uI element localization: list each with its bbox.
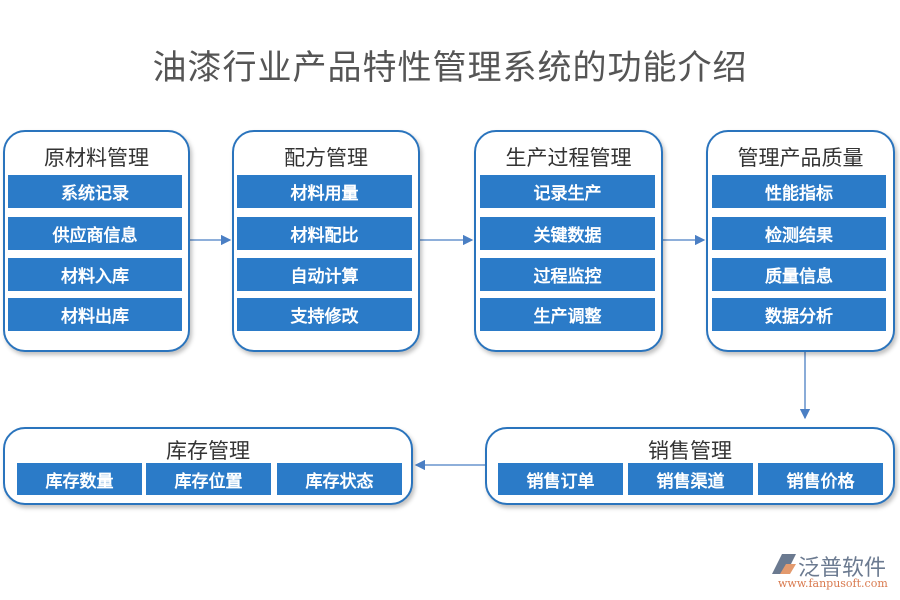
module-item: 供应商信息 [8,217,182,250]
module-item: 材料配比 [237,217,412,250]
module-item: 销售订单 [498,463,623,495]
module-box: 生产过程管理记录生产关键数据过程监控生产调整 [474,130,663,352]
module-item: 质量信息 [712,258,886,291]
module-item: 库存位置 [146,463,271,495]
module-item: 材料出库 [8,298,182,331]
module-item: 材料入库 [8,258,182,291]
module-box: 销售管理销售订单销售渠道销售价格 [485,427,895,505]
module-title: 配方管理 [284,146,368,170]
module-box: 管理产品质量性能指标检测结果质量信息数据分析 [706,130,895,352]
module-item: 关键数据 [480,217,655,250]
logo-url: www.fanpusoft.com [778,577,888,590]
module-item: 性能指标 [712,175,886,208]
logo-name: 泛普软件 [798,556,887,581]
module-item: 记录生产 [480,175,655,208]
module-box: 库存管理库存数量库存位置库存状态 [3,427,413,505]
page-title: 油漆行业产品特性管理系统的功能介绍 [152,48,748,88]
module-item: 自动计算 [237,258,412,291]
module-title: 销售管理 [648,439,732,463]
module-item: 过程监控 [480,258,655,291]
module-item: 库存数量 [17,463,142,495]
module-item: 系统记录 [8,175,182,208]
logo-icon [772,554,796,574]
module-item: 销售渠道 [628,463,753,495]
module-item: 生产调整 [480,298,655,331]
module-item: 材料用量 [237,175,412,208]
module-item: 库存状态 [277,463,402,495]
module-title: 原材料管理 [44,146,149,170]
module-box: 配方管理材料用量材料配比自动计算支持修改 [232,130,420,352]
module-item: 支持修改 [237,298,412,331]
module-item: 数据分析 [712,298,886,331]
module-title: 库存管理 [166,439,250,463]
module-title: 管理产品质量 [737,146,864,170]
module-box: 原材料管理系统记录供应商信息材料入库材料出库 [3,130,190,352]
module-item: 销售价格 [758,463,883,495]
module-item: 检测结果 [712,217,886,250]
module-title: 生产过程管理 [505,146,632,170]
